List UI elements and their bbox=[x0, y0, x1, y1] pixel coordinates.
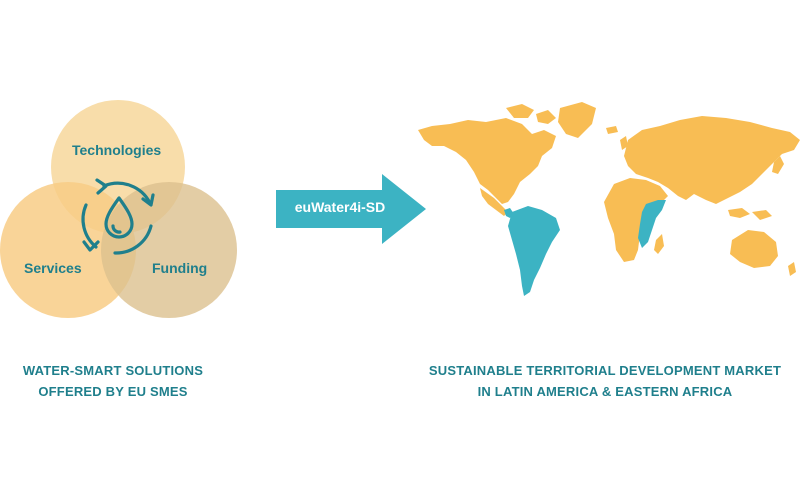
venn-label-technologies: Technologies bbox=[72, 142, 162, 158]
venn-circle-funding bbox=[101, 182, 237, 318]
arrow-shape bbox=[276, 174, 426, 244]
caption-right-line2: IN LATIN AMERICA & EASTERN AFRICA bbox=[477, 384, 733, 399]
map-highlight bbox=[504, 200, 666, 296]
caption-left-line1: WATER-SMART SOLUTIONS bbox=[22, 363, 204, 378]
venn-diagram bbox=[0, 100, 237, 318]
caption-right-line1: SUSTAINABLE TERRITORIAL DEVELOPMENT MARK… bbox=[428, 363, 782, 378]
map-land bbox=[418, 102, 800, 276]
caption-right: SUSTAINABLE TERRITORIAL DEVELOPMENT MARK… bbox=[412, 360, 798, 402]
world-map bbox=[418, 102, 800, 296]
venn-label-services: Services bbox=[24, 260, 82, 276]
arrow-label: euWater4i-SD bbox=[294, 199, 386, 215]
venn-circle-services bbox=[0, 182, 136, 318]
caption-left: WATER-SMART SOLUTIONS OFFERED BY EU SMES bbox=[0, 360, 226, 402]
caption-left-line2: OFFERED BY EU SMES bbox=[38, 384, 188, 399]
venn-label-funding: Funding bbox=[152, 260, 208, 276]
water-cycle-icon bbox=[81, 178, 155, 255]
